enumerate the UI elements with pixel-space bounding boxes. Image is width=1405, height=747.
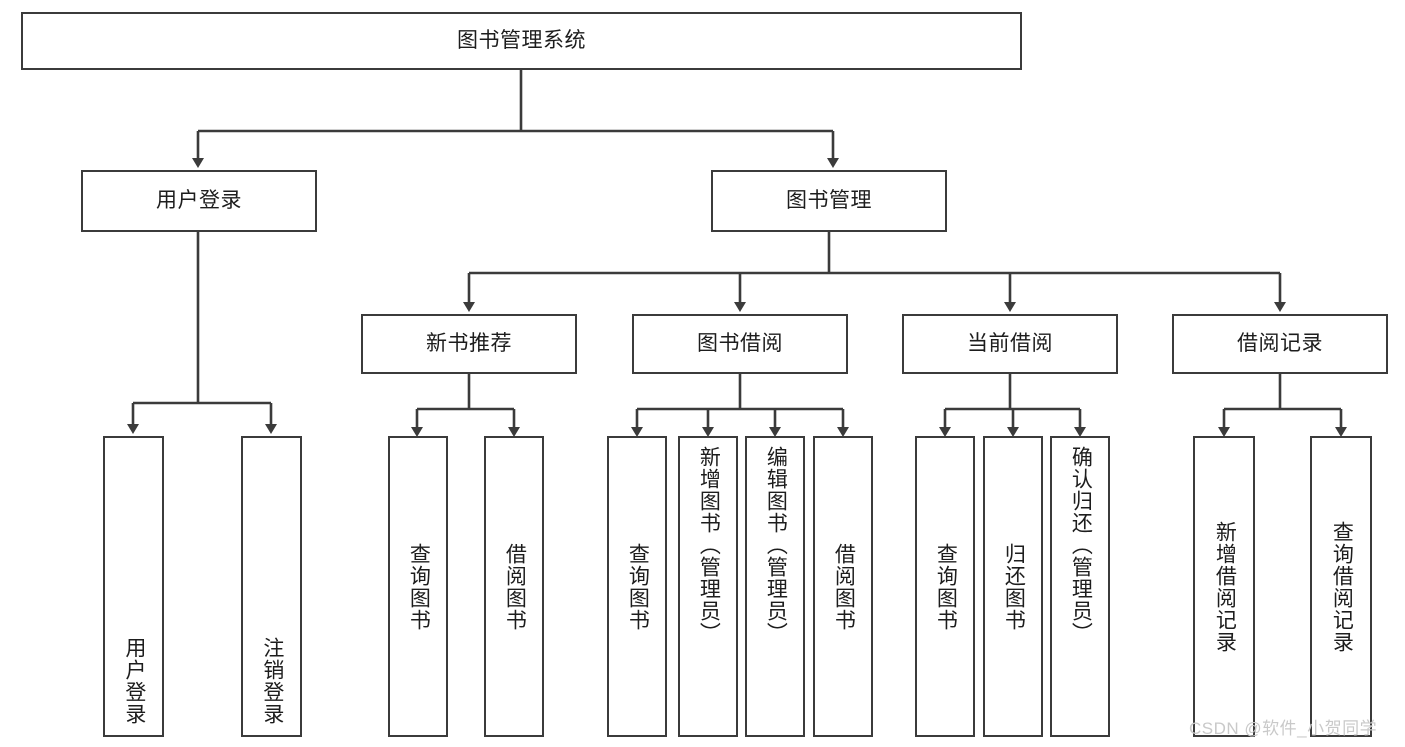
leaf-add-borrow-record[interactable]: 新增借阅记录 (1193, 436, 1255, 737)
node-root[interactable]: 图书管理系统 (21, 12, 1022, 70)
leaf-confirm-return-admin-label: 确认归还（管理员） (1069, 446, 1093, 644)
leaf-query-borrow-record[interactable]: 查询借阅记录 (1310, 436, 1372, 737)
node-borrow-record-label: 借阅记录 (1237, 331, 1323, 355)
leaf-borrow-book[interactable]: 借阅图书 (813, 436, 873, 737)
leaf-logout[interactable]: 注销登录 (241, 436, 302, 737)
leaf-return-book-label: 归还图书 (1002, 542, 1026, 631)
leaf-user-login[interactable]: 用户登录 (103, 436, 164, 737)
node-user-login[interactable]: 用户登录 (81, 170, 317, 232)
leaf-query-book-recommend-label: 查询图书 (407, 542, 431, 631)
node-current-borrow-label: 当前借阅 (967, 331, 1053, 355)
leaf-query-book-recommend[interactable]: 查询图书 (388, 436, 448, 737)
leaf-return-book[interactable]: 归还图书 (983, 436, 1043, 737)
leaf-borrow-book-recommend[interactable]: 借阅图书 (484, 436, 544, 737)
leaf-query-book-current-label: 查询图书 (934, 542, 958, 631)
leaf-add-book-admin[interactable]: 新增图书（管理员） (678, 436, 738, 737)
leaf-user-login-label: 用户登录 (122, 637, 146, 725)
node-book-management-label: 图书管理 (786, 188, 872, 212)
leaf-edit-book-admin-label: 编辑图书（管理员） (764, 446, 788, 644)
leaf-query-book-current[interactable]: 查询图书 (915, 436, 975, 737)
leaf-edit-book-admin[interactable]: 编辑图书（管理员） (745, 436, 805, 737)
node-current-borrow[interactable]: 当前借阅 (902, 314, 1118, 374)
node-borrow-record[interactable]: 借阅记录 (1172, 314, 1388, 374)
leaf-add-book-admin-label: 新增图书（管理员） (697, 446, 721, 644)
node-root-label: 图书管理系统 (457, 28, 586, 52)
leaf-logout-label: 注销登录 (260, 637, 284, 725)
leaf-borrow-book-label: 借阅图书 (832, 542, 856, 631)
node-book-borrow-label: 图书借阅 (697, 331, 783, 355)
node-book-borrow[interactable]: 图书借阅 (632, 314, 848, 374)
csdn-watermark: CSDN @软件_小贺同学 (1189, 719, 1378, 738)
leaf-add-borrow-record-label: 新增借阅记录 (1213, 520, 1237, 653)
leaf-borrow-book-recommend-label: 借阅图书 (503, 542, 527, 631)
node-new-book-recommend-label: 新书推荐 (426, 331, 512, 355)
node-new-book-recommend[interactable]: 新书推荐 (361, 314, 577, 374)
node-book-management[interactable]: 图书管理 (711, 170, 947, 232)
leaf-query-book-borrow-label: 查询图书 (626, 542, 650, 631)
leaf-query-borrow-record-label: 查询借阅记录 (1330, 520, 1354, 653)
node-user-login-label: 用户登录 (156, 188, 242, 212)
leaf-query-book-borrow[interactable]: 查询图书 (607, 436, 667, 737)
leaf-confirm-return-admin[interactable]: 确认归还（管理员） (1050, 436, 1110, 737)
